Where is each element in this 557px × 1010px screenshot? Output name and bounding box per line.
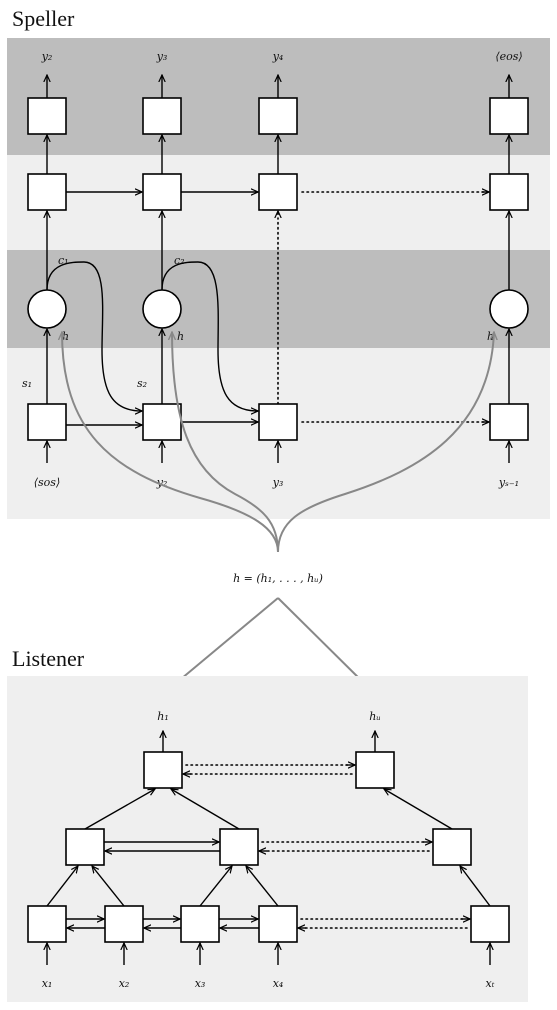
speller-input-label: ⟨sos⟩ [34, 476, 61, 489]
listener-input-label: x₁ [42, 977, 53, 990]
speller-output-box [142, 97, 182, 135]
speller-decoder-box [489, 173, 529, 211]
listener-middle-box [65, 828, 105, 866]
speller-state-box [142, 403, 182, 441]
listener-input-label: xₜ [486, 977, 495, 990]
listener-input-label: x₂ [119, 977, 130, 990]
listener-title: Listener [12, 646, 85, 671]
listener-middle-box [432, 828, 472, 866]
listener-bottom-box [470, 905, 510, 943]
listener-input-label: x₃ [195, 977, 206, 990]
speller-decoder-box [258, 173, 298, 211]
speller-output-label: y₂ [41, 50, 53, 63]
encoding-formula: h = (h₁, . . . , hᵤ) [233, 572, 323, 585]
listener-bottom-box [258, 905, 298, 943]
attention-input-label: h [177, 330, 184, 343]
speller-decoder-box [142, 173, 182, 211]
listener-output-label: hᵤ [369, 710, 380, 723]
speller-input-label: y₃ [272, 476, 284, 489]
attention-node [142, 289, 182, 329]
attention-node [489, 289, 529, 329]
speller-state-box [27, 403, 67, 441]
speller-output-box [489, 97, 529, 135]
attention-node [27, 289, 67, 329]
listener-input-label: x₄ [273, 977, 284, 990]
state-label: s₂ [137, 377, 147, 390]
context-label: c₂ [174, 254, 185, 267]
speller-output-label: ⟨eos⟩ [495, 50, 522, 63]
speller-output-box [27, 97, 67, 135]
speller-output-label: y₄ [272, 50, 284, 63]
context-label: c₁ [58, 254, 69, 267]
state-label: s₁ [22, 377, 32, 390]
listener-bottom-box [180, 905, 220, 943]
speller-title: Speller [12, 6, 75, 31]
listener-top-box [355, 751, 395, 789]
speller-output-label: y₃ [156, 50, 168, 63]
speller-state-box [258, 403, 298, 441]
speller-output-box [258, 97, 298, 135]
listener-top-box [143, 751, 183, 789]
speller-input-label: y₂ [156, 476, 168, 489]
speller-decoder-box [27, 173, 67, 211]
speller-input-label: yₛ₋₁ [498, 476, 519, 489]
listener-bottom-box [104, 905, 144, 943]
listener-bottom-box [27, 905, 67, 943]
listener-middle-box [219, 828, 259, 866]
listener-output-label: h₁ [157, 710, 169, 723]
speller-state-box [489, 403, 529, 441]
